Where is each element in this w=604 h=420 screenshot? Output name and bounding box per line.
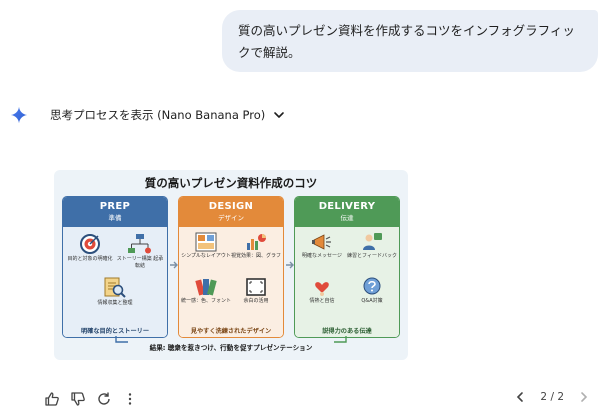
thinking-label: 思考プロセスを表示 (Nano Banana Pro) <box>50 108 266 122</box>
panel-design-body: シンプルなレイアウト 視覚効果：図、グラフ 統一感：色、フォント <box>179 227 283 337</box>
design-item-whitespace: 余白の活用 <box>231 277 281 305</box>
panel-prep-header: PREP 準備 <box>63 197 167 227</box>
flowchart-icon <box>128 234 151 254</box>
infographic-result: 結果: 聴衆を惹きつけ、行動を促すプレゼンテーション <box>149 344 313 352</box>
prep-item-research: 情報収集と整理 <box>90 277 140 307</box>
document-search-icon <box>104 277 126 298</box>
design-item-visuals: 視覚効果：図、グラフ <box>231 232 281 260</box>
panel-delivery: DELIVERY 伝達 明確なメッセージ 練習とフィードバック <box>294 196 400 338</box>
whitespace-frame-icon <box>246 278 266 296</box>
delivery-item-confidence: 情熱と自信 <box>297 277 347 305</box>
panel-design-heading: DESIGN <box>208 201 254 212</box>
show-thinking-toggle[interactable]: 思考プロセスを表示 (Nano Banana Pro) <box>50 107 285 123</box>
delivery-item-confidence-label: 情熱と自信 <box>309 298 335 304</box>
gemini-spark-icon <box>10 106 28 124</box>
more-icon[interactable] <box>122 391 138 407</box>
megaphone-icon <box>312 234 331 250</box>
design-item-whitespace-label: 余白の活用 <box>243 298 269 304</box>
pager-label: 2 / 2 <box>540 391 564 403</box>
panel-delivery-header: DELIVERY 伝達 <box>295 197 399 227</box>
chevron-down-icon <box>274 112 285 118</box>
design-item-consistency: 統一感：色、フォント <box>181 277 231 305</box>
panel-delivery-footer: 説得力のある伝達 <box>322 328 372 335</box>
layout-grid-icon <box>195 232 217 252</box>
prep-item-goal-label: 目的と対象の明確化 <box>67 256 113 262</box>
delivery-item-message: 明確なメッセージ <box>297 232 347 260</box>
draft-pager: 2 / 2 <box>514 391 590 403</box>
prep-item-story: ストーリー構築 起承転結 <box>115 233 165 269</box>
regenerate-icon[interactable] <box>96 391 112 407</box>
design-item-layout-label: シンプルなレイアウト <box>181 253 231 259</box>
user-message-bubble: 質の高いプレゼン資料を作成するコツをインフォグラフィックで解説。 <box>222 10 598 72</box>
design-item-consistency-label: 統一感：色、フォント <box>181 298 232 304</box>
thumbs-down-icon[interactable] <box>70 391 86 407</box>
reply-header: 思考プロセスを表示 (Nano Banana Pro) <box>10 104 285 126</box>
panel-design-header: DESIGN デザイン <box>179 197 283 227</box>
delivery-item-message-label: 明確なメッセージ <box>302 253 342 259</box>
design-item-layout: シンプルなレイアウト <box>181 232 231 260</box>
color-palette-icon <box>195 279 217 296</box>
panel-prep-heading: PREP <box>99 201 131 212</box>
panel-prep: PREP 準備 目的と対象の明確化 ストーリー <box>62 196 168 338</box>
panel-design-footer: 見やすく洗練されたデザイン <box>190 328 272 335</box>
heart-person-icon <box>315 282 329 296</box>
target-icon <box>80 234 100 254</box>
result-bracket <box>115 336 347 343</box>
prep-item-goal: 目的と対象の明確化 <box>65 233 115 263</box>
chevron-right-icon[interactable] <box>578 391 590 403</box>
delivery-item-practice-label: 練習とフィードバック <box>347 253 397 259</box>
prep-item-story-label: ストーリー構築 起承転結 <box>116 256 164 269</box>
delivery-item-qa-label: Q&A対策 <box>361 298 383 304</box>
infographic-title: 質の高いプレゼン資料作成のコツ <box>144 176 318 190</box>
delivery-item-practice: 練習とフィードバック <box>347 232 397 260</box>
prep-item-research-label: 情報収集と整理 <box>97 300 133 306</box>
panel-prep-subheading: 準備 <box>108 214 122 222</box>
panel-delivery-heading: DELIVERY <box>318 201 376 212</box>
panel-prep-footer: 明確な目的とストーリー <box>80 328 150 335</box>
presenter-icon <box>363 233 382 250</box>
user-message-text: 質の高いプレゼン資料を作成するコツをインフォグラフィックで解説。 <box>238 23 575 60</box>
panel-delivery-body: 明確なメッセージ 練習とフィードバック 情熱と自信 <box>295 227 399 337</box>
chevron-left-icon[interactable] <box>514 391 526 403</box>
arrow-right-icon <box>170 261 178 269</box>
generated-infographic[interactable]: 質の高いプレゼン資料作成のコツ PREP 準備 目的と対象の明確化 <box>54 170 408 360</box>
panel-delivery-subheading: 伝達 <box>340 214 354 222</box>
arrow-right-icon <box>286 261 294 269</box>
qa-bubble-icon <box>363 277 381 295</box>
panel-design-subheading: デザイン <box>218 214 244 222</box>
thumbs-up-icon[interactable] <box>44 391 60 407</box>
panel-design: DESIGN デザイン シンプルなレイアウト <box>178 196 284 338</box>
response-actions <box>44 391 148 407</box>
panel-prep-body: 目的と対象の明確化 ストーリー構築 起承転結 情報収集と整理 <box>63 227 167 337</box>
charts-icon <box>247 234 266 250</box>
design-item-visuals-label: 視覚効果：図、グラフ <box>231 253 282 259</box>
delivery-item-qa: Q&A対策 <box>347 277 397 305</box>
